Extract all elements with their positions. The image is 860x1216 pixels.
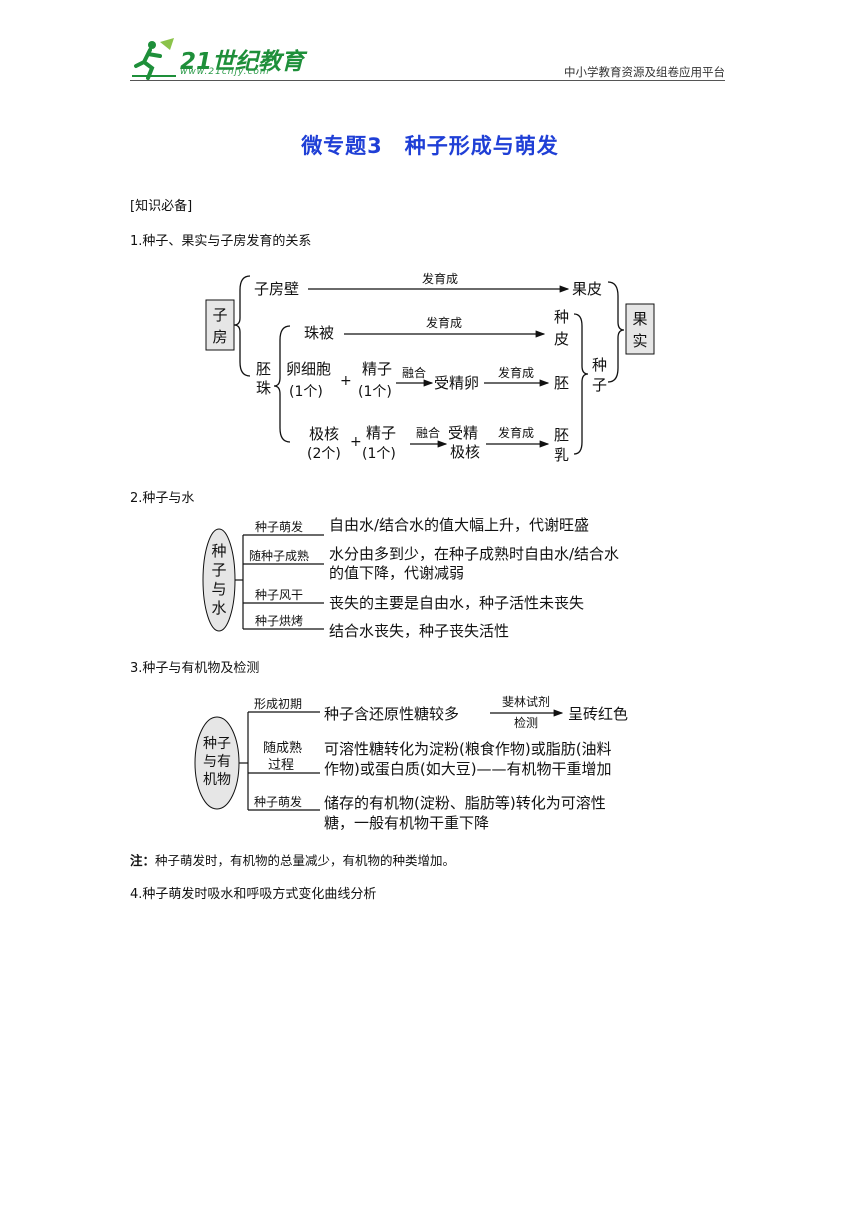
peizhu-char-1: 胚 (256, 360, 271, 378)
zhubei-label: 珠被 (304, 324, 334, 342)
guoshi-char-2: 实 (632, 332, 647, 350)
water-text-1: 自由水/结合水的值大幅上升，代谢旺盛 (329, 516, 589, 534)
organic-text-2b: 作物)或蛋白质(如大豆)——有机物干重增加 (324, 760, 612, 778)
zhongpi-char-2: 皮 (554, 330, 569, 348)
jihe-count: (2个) (307, 446, 341, 462)
plus-2: + (350, 434, 362, 450)
fayucheng-3: 发育成 (498, 365, 534, 380)
platform-text: 中小学教育资源及组卷应用平台 (564, 65, 725, 79)
section4-heading: 4.种子萌发时吸水和呼吸方式变化曲线分析 (130, 887, 377, 902)
feilin-reagent: 斐林试剂 (502, 694, 550, 709)
water-label-4: 种子烘烤 (255, 613, 303, 628)
pei-label: 胚 (554, 374, 569, 392)
water-label-3: 种子风干 (255, 588, 303, 602)
organic-label-1: 形成初期 (254, 697, 302, 711)
water-text-2a: 水分由多到少，在种子成熟时自由水/结合水 (329, 545, 619, 563)
section-label: [知识必备] (130, 199, 193, 214)
section3-heading: 3.种子与有机物及检测 (130, 661, 260, 676)
note-label: 注： (130, 853, 156, 868)
zifang-char-2: 房 (212, 328, 227, 346)
guopi-label: 果皮 (572, 280, 602, 298)
jingzi-count-2: (1个) (362, 446, 396, 462)
fayucheng-1: 发育成 (422, 271, 458, 286)
seed-organic-oval (194, 716, 240, 810)
logo-text: 21世纪教育 (180, 49, 305, 75)
ronghe-1: 融合 (402, 365, 426, 380)
shoujingjihe-line2: 极核 (450, 443, 480, 461)
zhongpi-char-1: 种 (554, 308, 569, 326)
runner-icon (132, 38, 176, 80)
logo-url: www.21cnjy.com (180, 67, 270, 77)
center-char-1: 种 (211, 542, 226, 560)
organic-label-2b: 过程 (268, 758, 294, 773)
water-text-4: 结合水丧失，种子丧失活性 (329, 622, 509, 640)
fayucheng-2: 发育成 (426, 315, 462, 330)
water-text-3: 丧失的主要是自由水，种子活性未丧失 (329, 594, 584, 612)
water-text-2b: 的值下降，代谢减弱 (329, 564, 464, 582)
organic-center-1: 种子 (203, 736, 231, 752)
shoujingluan-label: 受精卵 (434, 374, 479, 392)
fayucheng-4: 发育成 (498, 425, 534, 440)
luanxibao-label: 卵细胞 (286, 360, 331, 378)
guoshi-char-1: 果 (632, 310, 647, 328)
note-text: 种子萌发时，有机物的总量减少，有机物的种类增加。 (155, 853, 456, 868)
organic-text-3b: 糖，一般有机物干重下降 (324, 814, 489, 832)
center-char-4: 水 (211, 599, 226, 617)
organic-text-1: 种子含还原性糖较多 (324, 705, 459, 723)
zhongzi-char-1: 种 (592, 356, 607, 374)
organic-label-2a: 随成熟 (263, 740, 302, 756)
header-divider (130, 80, 725, 81)
brace-guoshi (607, 281, 625, 383)
jingzi-label-2: 精子 (366, 424, 396, 442)
organic-result-1: 呈砖红色 (568, 705, 628, 723)
zifangbi-label: 子房壁 (254, 280, 299, 298)
luanxibao-count: (1个) (289, 384, 323, 400)
peiru-char-1: 胚 (554, 426, 569, 444)
brace-zhongzi (573, 313, 589, 455)
shoujingjihe-line1: 受精 (448, 424, 478, 442)
organic-text-2a: 可溶性糖转化为淀粉(粮食作物)或脂肪(油料 (324, 740, 612, 758)
zhongzi-char-2: 子 (592, 376, 607, 394)
jihe-label: 极核 (309, 425, 339, 443)
organic-center-3: 机物 (203, 772, 231, 788)
section2-heading: 2.种子与水 (130, 491, 195, 506)
jingzi-count-1: (1个) (358, 384, 392, 400)
water-label-2: 随种子成熟 (249, 548, 309, 563)
site-logo[interactable]: 21世纪教育 www.21cnjy.com (130, 36, 330, 80)
page-title: 微专题3 种子形成与萌发 (301, 134, 559, 158)
section1-heading: 1.种子、果实与子房发育的关系 (130, 234, 312, 249)
organic-center-2: 与有 (203, 754, 231, 770)
peizhu-char-2: 珠 (256, 379, 271, 397)
jingzi-label-1: 精子 (362, 360, 392, 378)
zifang-box (205, 299, 235, 351)
water-label-1: 种子萌发 (255, 519, 303, 534)
zifang-char-1: 子 (212, 306, 227, 324)
brace-peizhu (273, 325, 291, 443)
center-char-2: 子 (211, 561, 226, 579)
feilin-detect: 检测 (514, 715, 538, 730)
peiru-char-2: 乳 (554, 446, 569, 464)
seed-water-oval (202, 528, 236, 632)
organic-text-3a: 储存的有机物(淀粉、脂肪等)转化为可溶性 (324, 794, 606, 812)
organic-label-3: 种子萌发 (254, 794, 302, 809)
center-char-3: 与 (211, 580, 226, 598)
ronghe-2: 融合 (416, 425, 440, 440)
brace-zifang (233, 275, 251, 377)
page-header: 21世纪教育 www.21cnjy.com 中小学教育资源及组卷应用平台 (130, 36, 725, 80)
note: 注：种子萌发时，有机物的总量减少，有机物的种类增加。 (130, 850, 455, 869)
plus-1: + (340, 373, 352, 389)
guoshi-box (625, 303, 655, 355)
